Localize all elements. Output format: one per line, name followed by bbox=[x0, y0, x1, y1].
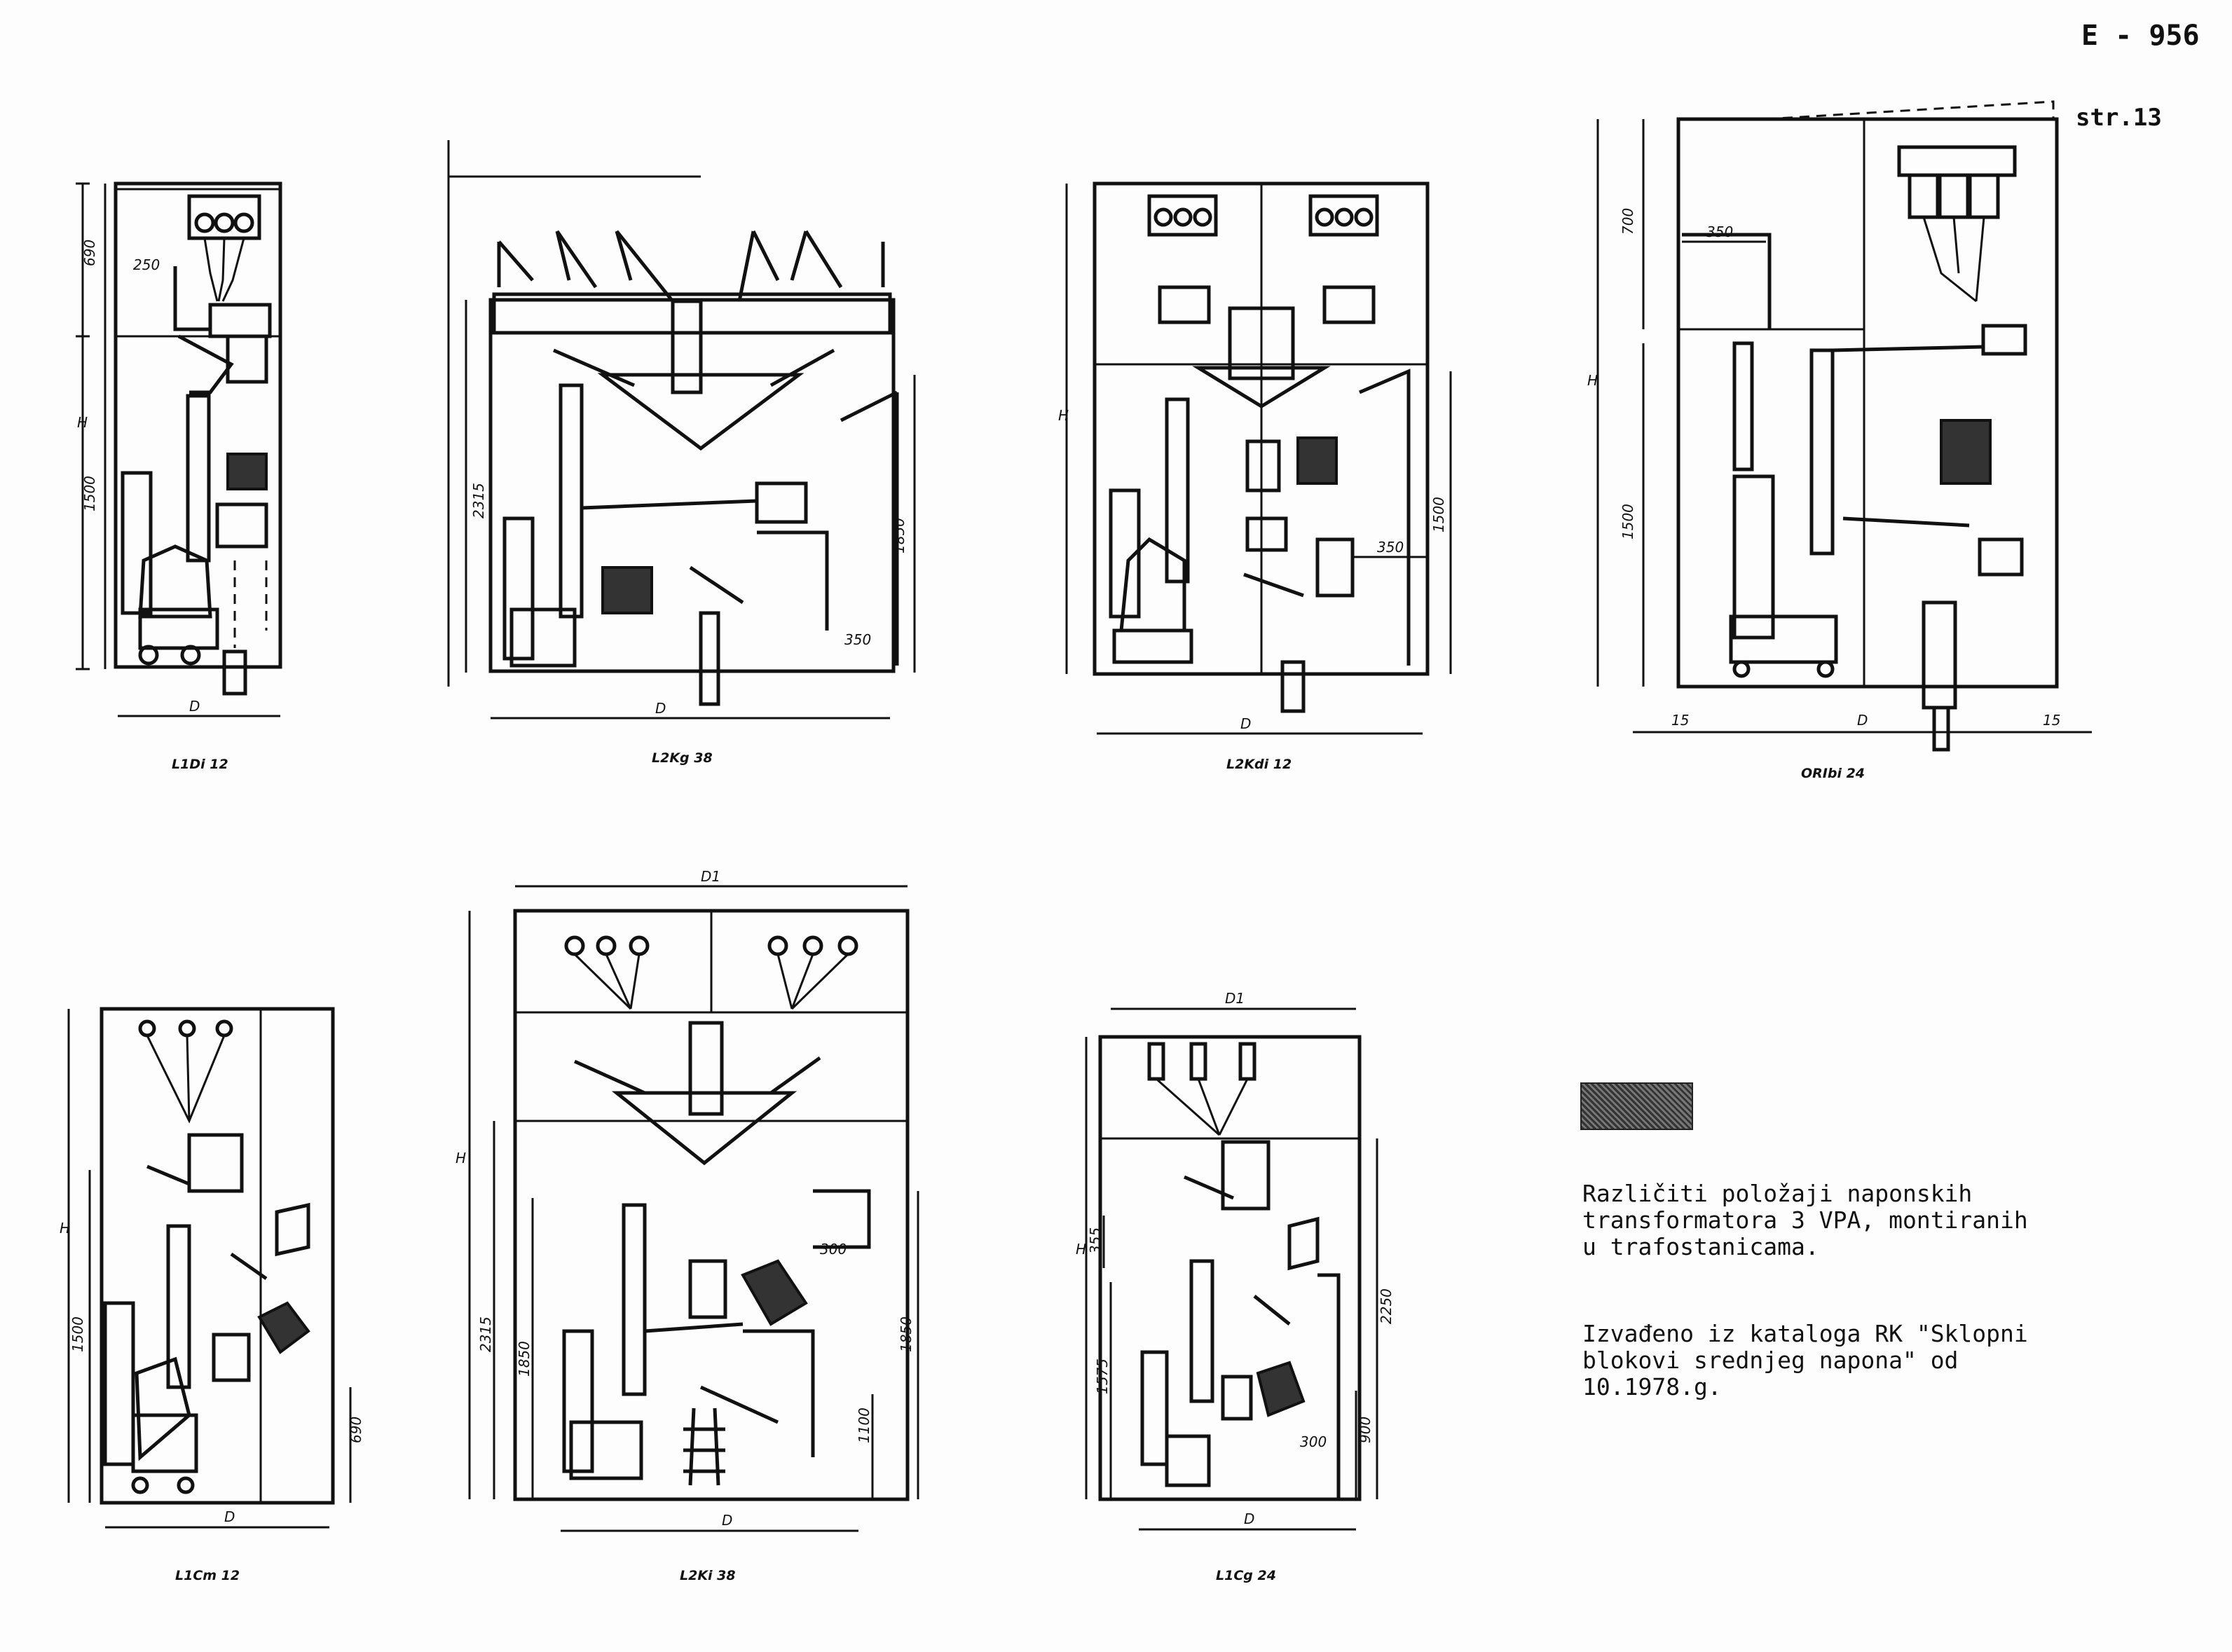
note-line: Izvađeno iz kataloga RK "Sklopni bbox=[1582, 1320, 2028, 1347]
panel-caption: L1Di 12 bbox=[172, 757, 228, 772]
dim-label: D bbox=[1240, 715, 1251, 732]
dim-label: 690 bbox=[348, 1417, 364, 1443]
dim-label: 350 bbox=[1706, 223, 1733, 240]
panel-caption: L1Cm 12 bbox=[175, 1568, 240, 1583]
note-line: transformatora 3 VPA, montiranih bbox=[1582, 1206, 2028, 1234]
dim-label: D bbox=[1244, 1510, 1254, 1527]
dim-label: H bbox=[77, 414, 88, 431]
panel-caption: L2Kdi 12 bbox=[1226, 757, 1292, 772]
note-line: u trafostanicama. bbox=[1582, 1233, 1819, 1260]
dim-label: H bbox=[1076, 1241, 1086, 1258]
panel-l2kdi12: H 1500 350 D L2Kdi 12 bbox=[1058, 181, 1452, 772]
dim-label: 300 bbox=[820, 1241, 847, 1258]
dim-label: 350 bbox=[844, 631, 871, 648]
note-line: blokovi srednjeg napona" od bbox=[1582, 1347, 1959, 1374]
dim-label: 1500 bbox=[69, 1316, 86, 1352]
hatched-legend-swatch bbox=[1580, 1082, 1693, 1130]
dim-label: D bbox=[655, 700, 666, 717]
dim-label: H bbox=[456, 1150, 466, 1166]
panel-caption: ORIbi 24 bbox=[1801, 766, 1865, 781]
dim-label: H bbox=[1587, 372, 1598, 389]
dim-label: 900 bbox=[1357, 1417, 1374, 1443]
panel-l2kg38: 2315 1850 350 D L2Kg 38 bbox=[447, 140, 916, 766]
note-line: Različiti položaji naponskih bbox=[1582, 1180, 1973, 1207]
dim-label: H bbox=[1058, 407, 1069, 424]
dim-label: 1500 bbox=[81, 476, 98, 511]
dim-label: D1 bbox=[1225, 990, 1245, 1007]
panel-oribi24: 700 350 H 1500 15 D 15 ORIbi 24 bbox=[1587, 100, 2092, 781]
panel-caption: L1Cg 24 bbox=[1216, 1568, 1276, 1583]
dim-label: 700 bbox=[1620, 208, 1636, 235]
dim-label: 1100 bbox=[856, 1407, 872, 1443]
dim-label: 1575 bbox=[1094, 1358, 1111, 1394]
panel-l1di12: 690 250 1500 H D L1Di 12 bbox=[76, 181, 282, 772]
panel-caption: L2Ki 38 bbox=[680, 1568, 736, 1583]
legend-note-source: Izvađeno iz kataloga RK "Sklopni blokovi… bbox=[1582, 1321, 2028, 1400]
dim-label: 2250 bbox=[1378, 1288, 1395, 1324]
dim-label: 1850 bbox=[898, 1316, 915, 1352]
dim-label: 15 bbox=[1671, 712, 1689, 729]
dim-label: 1500 bbox=[1620, 504, 1636, 539]
dim-label: 1850 bbox=[891, 518, 908, 553]
panel-l1cm12: H 1500 690 D L1Cm 12 bbox=[60, 1007, 364, 1583]
dim-label: 690 bbox=[81, 240, 98, 266]
dim-label: 2315 bbox=[470, 483, 487, 518]
dim-label: D bbox=[224, 1508, 235, 1525]
panel-caption: L2Kg 38 bbox=[652, 750, 713, 766]
dim-label: D bbox=[1857, 712, 1868, 729]
legend-note-positions: Različiti položaji naponskih transformat… bbox=[1582, 1181, 2028, 1260]
dim-label: 1500 bbox=[1430, 497, 1447, 532]
dim-label: D bbox=[722, 1512, 732, 1529]
dim-label: 250 bbox=[133, 256, 160, 273]
dim-label: 350 bbox=[1377, 539, 1404, 556]
panel-l2ki38: D1 H 2315 1850 bbox=[456, 868, 919, 1583]
dim-label: D bbox=[189, 698, 200, 715]
page-reference: str.13 bbox=[2076, 104, 2162, 132]
dim-label: 355 bbox=[1087, 1227, 1104, 1254]
panel-l1cg24: D1 H 355 1575 2250 900 300 bbox=[1076, 990, 1395, 1583]
dim-label: H bbox=[60, 1220, 70, 1237]
dim-label: 15 bbox=[2043, 712, 2060, 729]
dim-label: 2315 bbox=[477, 1316, 494, 1352]
note-line: 10.1978.g. bbox=[1582, 1373, 1722, 1400]
dim-label: D1 bbox=[701, 868, 720, 885]
dim-label: 300 bbox=[1300, 1433, 1327, 1450]
page-number: E - 956 bbox=[2081, 20, 2200, 52]
dim-label: 1850 bbox=[516, 1341, 533, 1377]
